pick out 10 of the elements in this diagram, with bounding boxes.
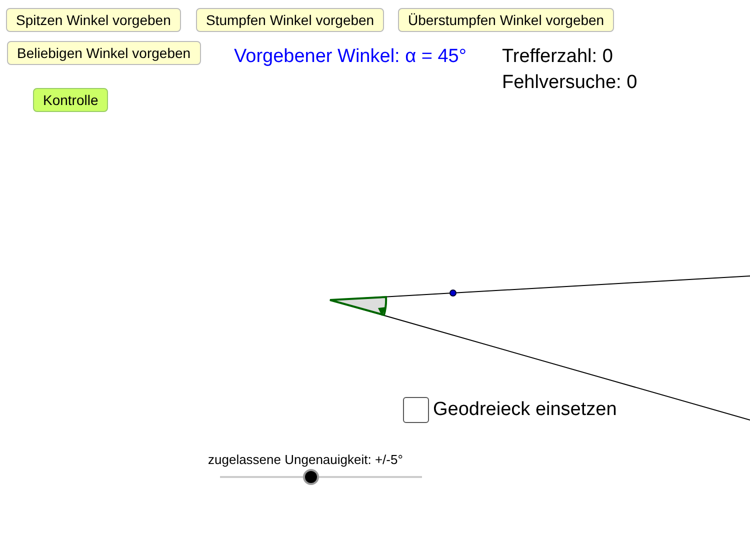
slider-label: zugelassene Ungenauigkeit: +/-5° bbox=[208, 452, 403, 467]
hit-count-text: Trefferzahl: 0 bbox=[502, 46, 613, 68]
miss-count-text: Fehlversuche: 0 bbox=[502, 72, 638, 94]
obtuse-angle-button: Stumpfen Winkel vorgeben bbox=[196, 8, 384, 32]
reflex-angle-button: Überstumpfen Winkel vorgeben bbox=[398, 8, 614, 32]
any-angle-button: Beliebigen Winkel vorgeben bbox=[7, 41, 201, 65]
check-button: Kontrolle bbox=[33, 88, 108, 112]
checkbox-label: Geodreieck einsetzen bbox=[433, 399, 617, 421]
given-angle-text: Vorgebener Winkel: α = 45° bbox=[234, 46, 466, 68]
acute-angle-button: Spitzen Winkel vorgeben bbox=[6, 8, 181, 32]
